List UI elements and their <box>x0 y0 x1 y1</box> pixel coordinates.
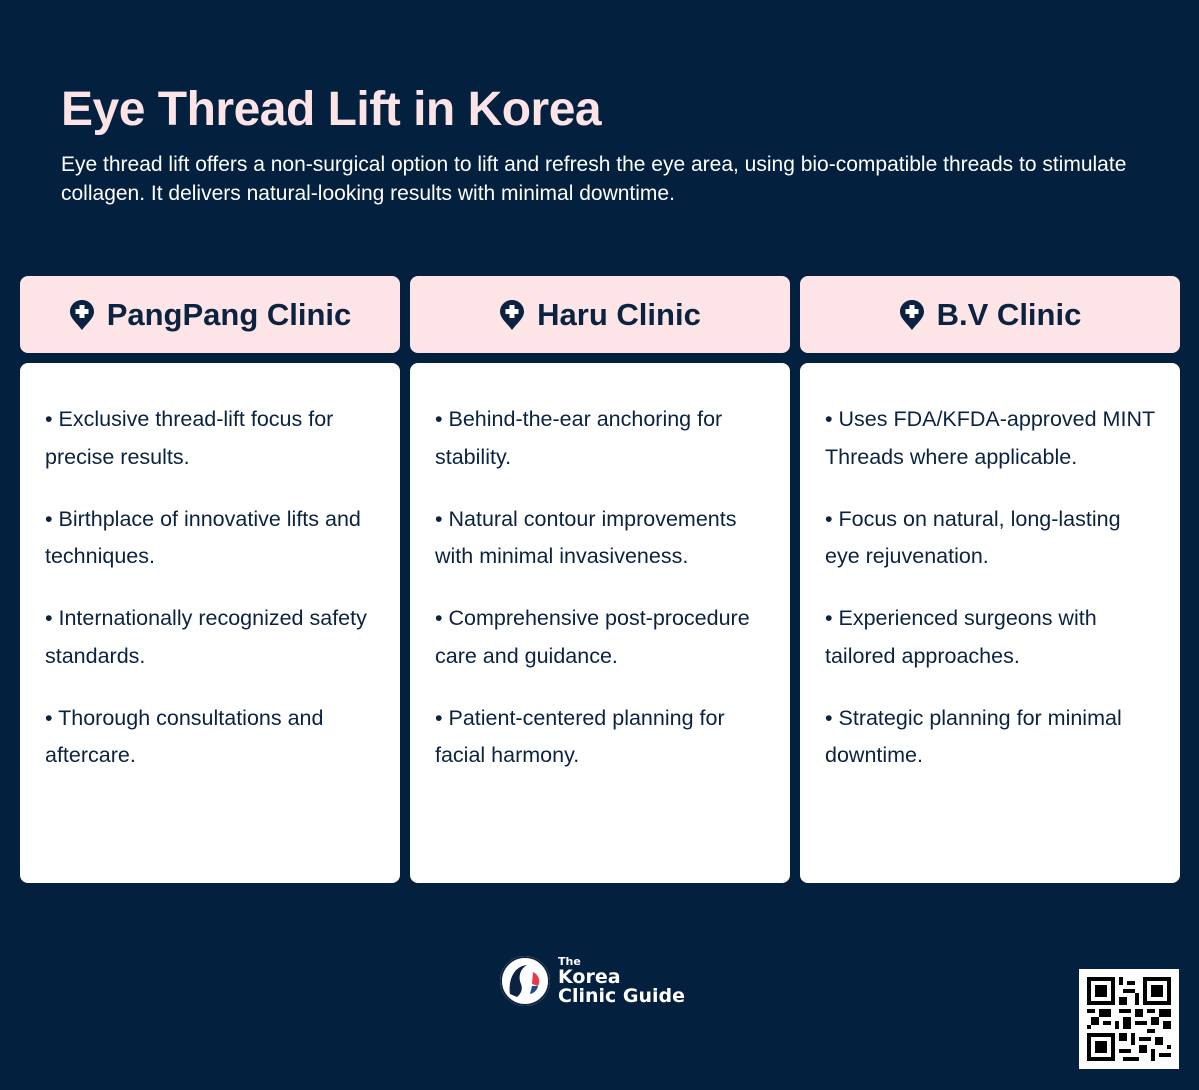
clinic-points: • Behind-the-ear anchoring for stability… <box>410 363 790 883</box>
clinic-card-haru: Haru Clinic • Behind-the-ear anchoring f… <box>410 276 790 883</box>
qr-code-icon <box>1079 969 1179 1069</box>
clinic-points: • Uses FDA/KFDA-approved MINT Threads wh… <box>800 363 1180 883</box>
clinic-points: • Exclusive thread-lift focus for precis… <box>20 363 400 883</box>
point: • Strategic planning for minimal downtim… <box>825 705 1122 768</box>
point: • Exclusive thread-lift focus for precis… <box>45 407 334 469</box>
clinic-header: PangPang Clinic <box>20 276 400 353</box>
clinic-name: Haru Clinic <box>537 296 701 332</box>
medical-pin-icon <box>500 299 525 330</box>
medical-pin-icon <box>899 299 924 330</box>
page-subtitle: Eye thread lift offers a non-surgical op… <box>61 153 1127 205</box>
brand-logo: The Korea Clinic Guide <box>500 956 685 1006</box>
page-title: Eye Thread Lift in Korea <box>61 83 602 136</box>
point: • Natural contour improvements with mini… <box>435 506 737 569</box>
clinic-card-bv: B.V Clinic • Uses FDA/KFDA-approved MINT… <box>800 276 1180 883</box>
clinic-header: Haru Clinic <box>410 276 790 353</box>
clinic-name: PangPang Clinic <box>106 296 352 332</box>
point: • Internationally recognized safety stan… <box>45 606 367 668</box>
point: • Focus on natural, long-lasting eye rej… <box>825 506 1121 569</box>
logo-line-2: Korea <box>558 966 621 988</box>
woman-profile-icon <box>500 956 550 1006</box>
clinic-card-pangpang: PangPang Clinic • Exclusive thread-lift … <box>20 276 400 883</box>
clinic-name: B.V Clinic <box>936 296 1082 332</box>
point: • Behind-the-ear anchoring for stability… <box>435 407 723 469</box>
point: • Birthplace of innovative lifts and tec… <box>45 506 361 569</box>
point: • Thorough consultations and aftercare. <box>45 705 324 768</box>
logo-line-1: The <box>558 955 581 968</box>
clinic-header: B.V Clinic <box>800 276 1180 353</box>
point: • Uses FDA/KFDA-approved MINT Threads wh… <box>825 407 1155 469</box>
point: • Patient-centered planning for facial h… <box>435 705 725 768</box>
medical-pin-icon <box>69 299 94 330</box>
point: • Comprehensive post-procedure care and … <box>435 606 750 668</box>
point: • Experienced surgeons with tailored app… <box>825 606 1097 668</box>
logo-line-3: Clinic Guide <box>558 985 686 1007</box>
